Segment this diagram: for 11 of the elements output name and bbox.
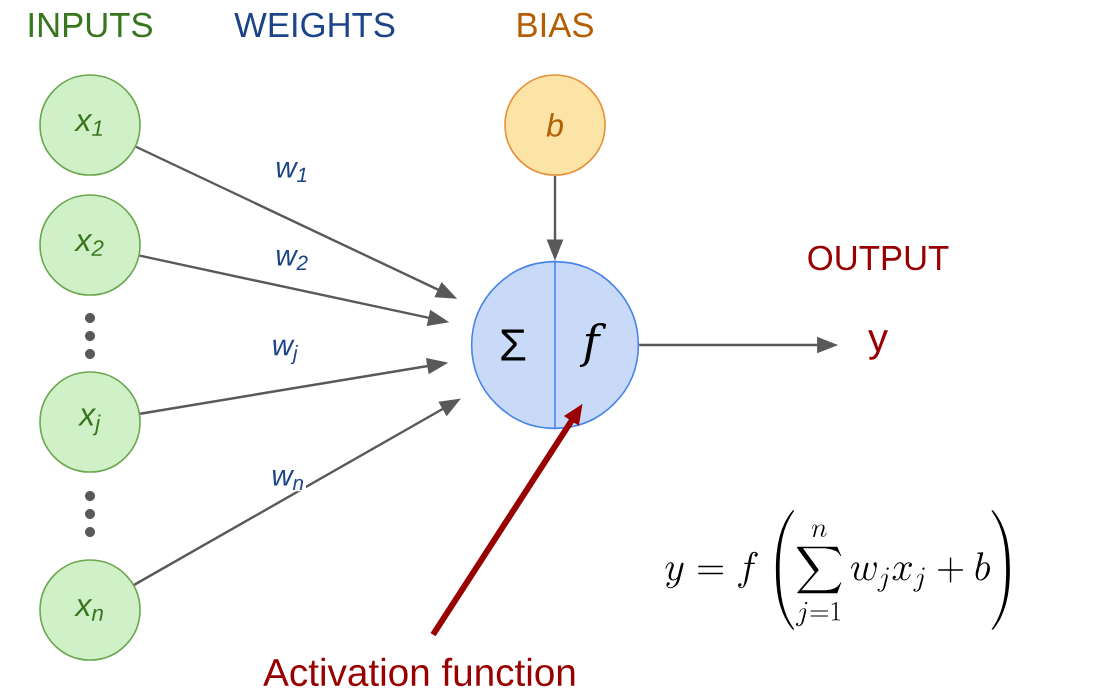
heading-label: INPUTS bbox=[29, 12, 152, 38]
formula: $y = f \left( \sum_{j=1}^{n} w_j x_j + b \right)$ bbox=[665, 510, 1010, 630]
annotation-text: Activation function bbox=[263, 657, 575, 687]
weight-label: w$_{j}$ bbox=[270, 338, 300, 366]
weight-label: w$_{n}$ bbox=[270, 468, 306, 492]
heading-label: WEIGHTS bbox=[234, 12, 395, 38]
weight-label: w$_{2}$ bbox=[274, 248, 310, 272]
output-label: y bbox=[868, 330, 888, 360]
heading-label: OUTPUT bbox=[808, 245, 949, 271]
heading-label: BIAS bbox=[518, 12, 593, 38]
weight-label: w$_{1}$ bbox=[274, 160, 310, 184]
